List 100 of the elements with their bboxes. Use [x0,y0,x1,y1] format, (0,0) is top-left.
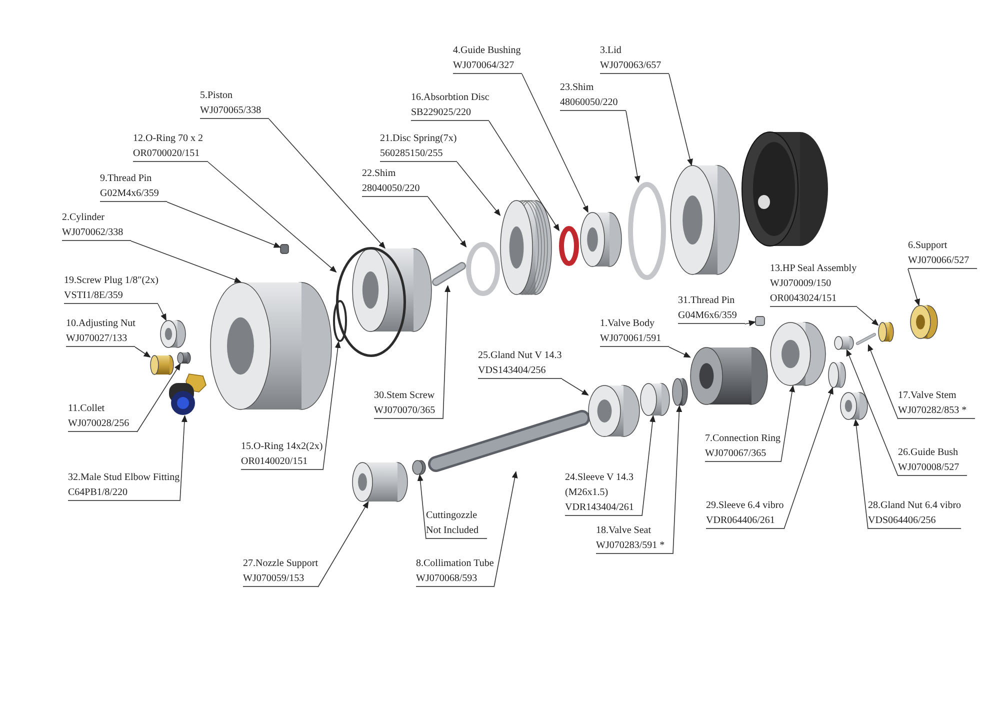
leader-line [908,268,920,306]
o-ring-drawing [333,300,347,342]
part-number: WJ070282/853 * [898,403,975,419]
part-number: WJ070062/338 [62,225,132,241]
part-name: 2.Cylinder [62,211,106,225]
part-name: 19.Screw Plug 1/8″(2x) [64,274,158,288]
valve-stem-drawing [856,333,876,345]
part-name: 21.Disc Spring(7x) [380,132,457,146]
sleeve-drawing [640,383,670,416]
part-name: 5.Piston [200,89,234,103]
leader-line [322,341,341,470]
part-number: Not Included [426,523,486,539]
part-number: WJ070283/591 * [596,538,673,554]
leader-line [672,405,682,554]
leader-line [668,74,693,166]
stem-screw-drawing [432,262,466,286]
gland-nut-drawing [588,385,640,437]
leader-line [136,363,181,432]
leader-line [856,306,879,326]
part-name: 12.O-Ring 70 x 2 [133,132,204,146]
part-name: 24.Sleeve V 14.3 [565,471,635,485]
leader-line [268,118,386,249]
connection-ring-drawing [770,322,826,386]
leader-line [428,196,467,248]
leader-line [442,285,451,420]
leader-line [853,419,868,530]
part-number: OR0043024/151 [770,291,857,307]
part-number: WJ070028/256 [68,416,138,432]
part-number: 560285150/255 [380,146,457,162]
disc-spring-drawing [500,200,552,295]
leader-line [456,162,501,216]
pin-drawing [280,244,289,254]
leader-line [318,501,369,588]
part-name: 17.Valve Stem [898,389,958,403]
sleeve-drawing [828,362,846,388]
part-name: 30.Stem Screw [374,389,436,403]
part-name: 9.Thread Pin [100,172,153,186]
part-name: 23.Shim [560,81,595,95]
leader-line [744,320,756,326]
part-name: 15.O-Ring 14x2(2x) [241,440,323,454]
part-number: C64PB1/8/220 [68,485,180,501]
leader-line [494,471,518,588]
part-number: G02M4x6/359 [100,186,167,202]
part-detail: (M26x1.5) [565,486,610,500]
piston-drawing [352,248,432,332]
part-number: 48060050/220 [560,95,626,111]
part-number: WJ070066/527 [908,253,978,269]
leader-line [668,346,691,358]
part-name: 6.Support [908,239,948,253]
part-name: 1.Valve Body [600,317,656,331]
nut-drawing [150,355,174,375]
part-number: WJ070068/593 [416,571,494,587]
part-number: 28040050/220 [362,181,428,197]
part-name: 4.Guide Bushing [453,44,522,58]
part-name: 22.Shim [362,167,397,181]
part-number: WJ070070/365 [374,403,444,419]
cylinder-drawing [210,282,332,410]
part-name: 31.Thread Pin [678,294,736,308]
leader-line [780,385,795,462]
leader-line [130,240,242,283]
o-ring-drawing [336,247,406,357]
part-number: WJ070059/153 [243,571,318,587]
part-name: 29.Sleeve 6.4 vibro [706,499,784,513]
part-number: VDR064406/261 [706,513,784,529]
part-number: VDR143404/261 [565,500,642,516]
part-number: G04M6x6/359 [678,308,745,324]
plug-drawing [160,320,186,348]
valve-body-drawing [690,347,768,405]
support-drawing [910,305,938,339]
part-name: 28.Gland Nut 6.4 vibro [868,499,962,513]
part-number: SB229025/220 [411,105,490,121]
part-name: 13.HP Seal Assembly [770,262,857,276]
seal-drawing [878,322,894,342]
leader-line [846,349,898,476]
part-name: 18.Valve Seat [596,524,652,538]
part-number: WJ070063/657 [600,58,670,74]
part-number: WJ070061/591 [600,331,670,347]
leader-line [522,74,588,213]
shim-drawing [628,182,666,280]
shim-drawing [466,242,500,296]
part-name: 3.Lid [600,44,622,58]
part-name: 8.Collimation Tube [416,557,494,571]
part-number: WJ070067/365 [705,446,781,462]
part-number: WJ070008/527 [898,460,968,476]
part-number: VSTI1/8E/359 [64,288,158,304]
collet-drawing [177,352,191,364]
disc-drawing [559,226,579,266]
leader-line [488,120,560,232]
part-number: OR0700020/151 [133,146,208,162]
leader-line [626,110,640,183]
leader-line [180,415,188,502]
leader-line [562,378,589,396]
part-number: VDS143404/256 [478,363,562,379]
nozzle-support-drawing [352,462,408,502]
valve-seat-drawing [672,378,688,406]
part-name: 32.Male Stud Elbow Fitting [68,471,180,485]
part-name: 25.Gland Nut V 14.3 [478,349,562,363]
part-name: 16.Absorbtion Disc [411,91,490,105]
leader-line [208,162,337,273]
part-name: 26.Guide Bush [898,446,959,460]
